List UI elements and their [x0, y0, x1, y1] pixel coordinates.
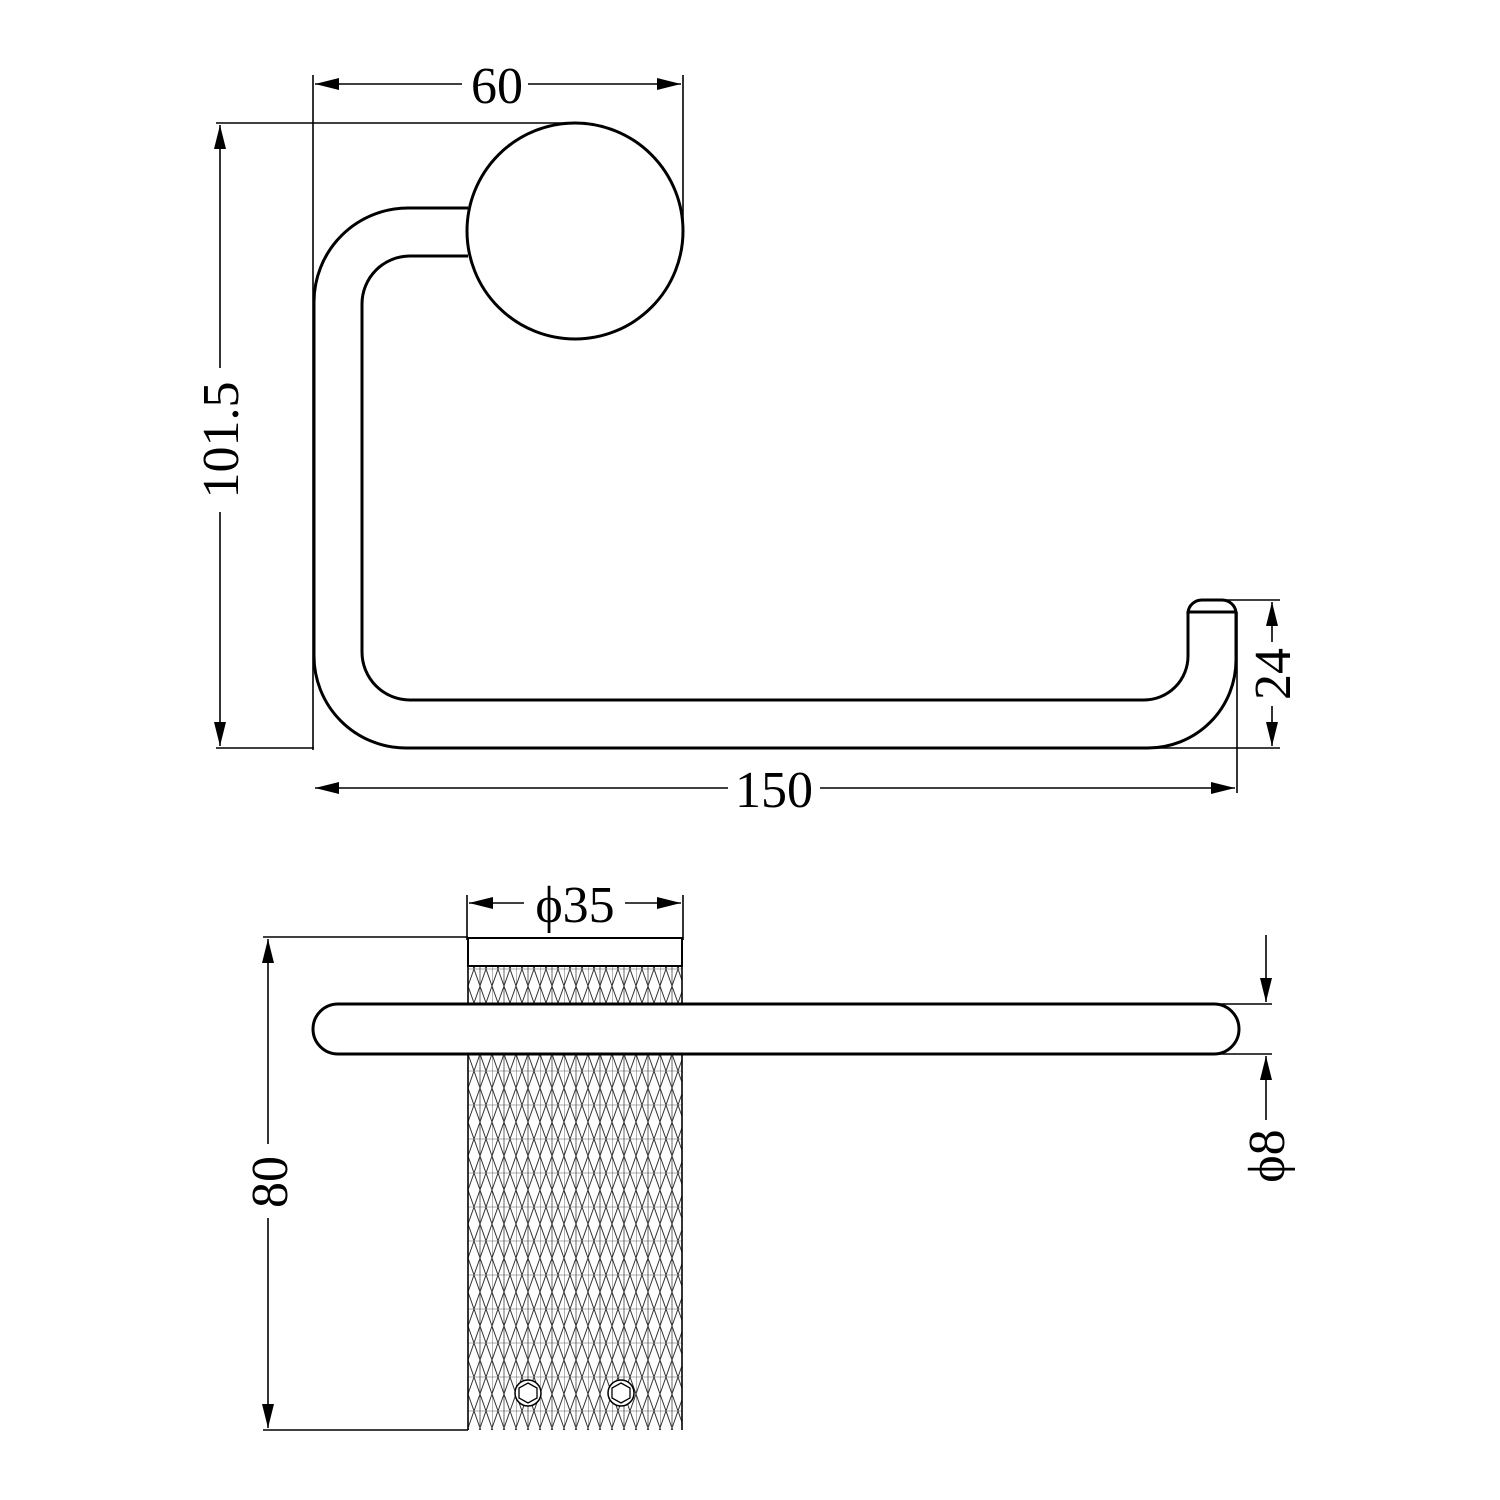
hex-screw-right — [607, 1379, 635, 1407]
dim-width-top: 60 — [471, 58, 523, 115]
dim-depth: 80 — [242, 1156, 299, 1208]
holder-tip — [1186, 598, 1238, 614]
hex-screw-left — [514, 1379, 542, 1407]
wall-plate — [467, 937, 683, 967]
holder-rod-outer — [312, 206, 1238, 750]
dim-overall-width: 150 — [735, 762, 813, 819]
side-view: ϕ35 80 ϕ8 — [242, 877, 1296, 1431]
dim-height: 101.5 — [193, 382, 250, 499]
dim-rod-diameter: ϕ8 — [1239, 1129, 1296, 1182]
rod-side — [311, 1002, 1241, 1056]
wall-mount-disc — [465, 121, 685, 341]
dim-base-diameter: ϕ35 — [535, 877, 614, 934]
dim-tail-height: 24 — [1245, 648, 1302, 700]
holder-rod-inner — [360, 254, 1190, 702]
top-view: 60 101.5 24 150 — [193, 58, 1302, 819]
